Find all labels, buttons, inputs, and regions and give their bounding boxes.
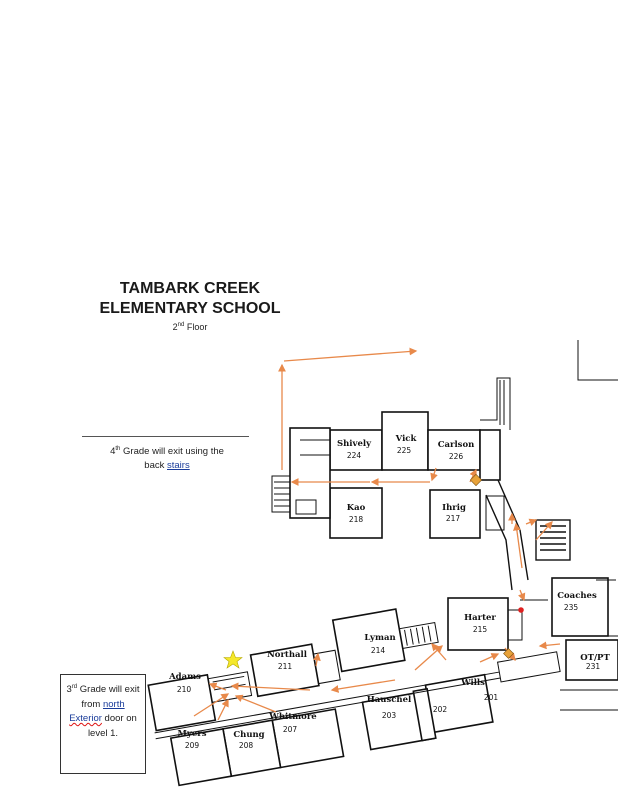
num-adams: 210	[177, 685, 192, 694]
third-grade-num: 3	[66, 684, 72, 696]
red-dot-marker-icon	[518, 607, 524, 613]
evacuation-routes	[193, 347, 561, 721]
label-adams: Adams	[168, 672, 201, 682]
num-otpt: 231	[586, 662, 601, 671]
room-otpt	[565, 639, 618, 681]
num-northall: 211	[278, 662, 293, 671]
room-coaches	[551, 577, 609, 637]
label-carlson: Carlson	[438, 440, 475, 450]
route-arrow	[313, 652, 321, 667]
fourth-grade-text: Grade will exit using the	[120, 446, 224, 458]
room-shively	[329, 429, 383, 471]
room-harter	[447, 597, 509, 651]
fourth-grade-num: 4	[110, 446, 116, 458]
room-carlson	[427, 429, 481, 471]
west-rooms	[289, 427, 331, 519]
num-coaches: 235	[564, 603, 579, 612]
room-myers	[169, 727, 233, 787]
route-arrow	[193, 693, 230, 717]
label-ihrig: Ihrig	[442, 503, 466, 513]
route-arrow	[330, 679, 396, 693]
room-vick	[381, 411, 429, 471]
route-arrow	[535, 521, 553, 541]
fourth-grade-text-2: back	[144, 460, 167, 472]
route-arrow	[234, 694, 277, 713]
route-arrow	[217, 698, 229, 721]
room-202-wall	[412, 687, 437, 742]
route-arrow	[479, 653, 500, 663]
label-myers: Myers	[177, 729, 206, 739]
route-arrow	[513, 522, 523, 569]
room-labels: Shively 224 Vick 225 Carlson 226 Kao 218…	[168, 434, 610, 750]
third-grade-sup: rd	[71, 684, 78, 690]
route-arrow	[283, 347, 418, 362]
route-arrow	[414, 645, 443, 671]
label-wills: Wills	[460, 678, 485, 688]
label-whitmore: Whitmore	[268, 712, 317, 722]
num-chung: 208	[239, 741, 254, 750]
num-kao: 218	[349, 515, 364, 524]
label-chung: Chung	[233, 730, 264, 740]
note-divider	[82, 436, 249, 437]
label-shively: Shively	[337, 439, 372, 449]
num-carlson: 226	[449, 452, 464, 461]
num-whitmore: 207	[283, 725, 298, 734]
north-wing-details	[271, 340, 618, 531]
room-ihrig	[429, 489, 481, 539]
title-line-1: TAMBARK CREEK	[119, 280, 261, 297]
east-wing-details	[507, 579, 618, 711]
north-word: north	[102, 698, 125, 710]
connector-hall	[485, 479, 571, 591]
east-wing	[447, 577, 618, 681]
route-arrow	[431, 643, 447, 661]
exit-marker-icon	[469, 473, 483, 487]
room-adams	[147, 673, 217, 732]
exit-marker-icon	[503, 648, 514, 659]
floor-suffix: nd	[177, 322, 185, 328]
label-harter: Harter	[464, 613, 496, 623]
route-arrow	[430, 467, 438, 482]
third-grade-note: 3rd Grade will exit from north Exterior …	[60, 674, 146, 774]
num-harter: 215	[473, 625, 488, 634]
num-myers: 209	[185, 741, 200, 750]
stairs-link: stairs	[167, 460, 190, 472]
label-vick: Vick	[395, 434, 418, 444]
route-arrow	[525, 518, 538, 527]
map-title: TAMBARK CREEK ELEMENTARY SCHOOL	[90, 279, 290, 319]
route-arrow	[230, 682, 311, 691]
label-lyman: Lyman	[364, 633, 395, 643]
route-arrow	[538, 641, 561, 650]
label-kao: Kao	[347, 503, 366, 513]
south-wing	[147, 608, 561, 787]
you-are-here-star-icon	[223, 650, 243, 669]
label-hauschel: Hauschel	[367, 695, 412, 705]
num-ihrig: 217	[446, 514, 461, 523]
north-wing	[289, 411, 501, 539]
label-otpt: OT/PT	[580, 653, 610, 663]
num-vick: 225	[397, 446, 412, 455]
route-arrow	[517, 589, 526, 602]
third-grade-text: Grade will exit from	[77, 684, 140, 710]
num-202: 202	[433, 705, 448, 714]
num-lyman: 214	[371, 646, 386, 655]
third-grade-text-2: door on level 1.	[87, 713, 137, 739]
exterior-word: Exterior	[69, 713, 102, 725]
floor-number: 2	[172, 322, 178, 332]
label-northall: Northall	[267, 650, 308, 660]
fourth-grade-sup: th	[115, 446, 121, 452]
label-coaches: Coaches	[557, 591, 597, 601]
num-wills: 201	[484, 693, 499, 702]
east-stair-core	[479, 429, 501, 481]
num-shively: 224	[347, 451, 362, 460]
route-arrow	[208, 682, 227, 691]
num-hauschel: 203	[382, 711, 397, 720]
fourth-grade-note: 4th Grade will exit using the back stair…	[86, 442, 248, 473]
floor-word: Floor	[186, 322, 208, 332]
floor-label: 2nd Floor	[90, 322, 290, 332]
title-line-2: ELEMENTARY SCHOOL	[99, 300, 281, 317]
room-kao	[329, 487, 383, 539]
